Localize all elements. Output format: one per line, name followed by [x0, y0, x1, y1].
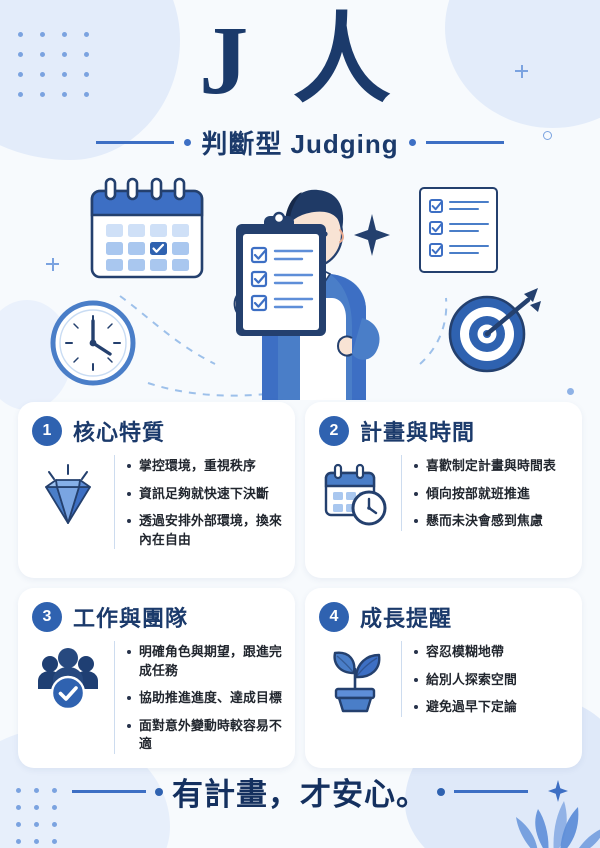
footer-rule-right — [454, 790, 528, 793]
footer-dot-left — [155, 787, 163, 796]
list-item: 避免過早下定論 — [414, 698, 570, 717]
card-title: 成長提醒 — [360, 606, 453, 631]
subtitle-rule-right — [425, 141, 504, 144]
subtitle-dot-right — [408, 139, 416, 146]
list-item: 資訊足夠就快速下決斷 — [127, 485, 283, 504]
subtitle-dot-left — [184, 139, 192, 146]
list-item: 掌控環境，重視秩序 — [127, 457, 283, 476]
clock-icon — [50, 300, 136, 386]
card-growth-reminder[interactable]: 4 成長提醒 容忍模糊地帶 給別人探 — [305, 588, 582, 768]
card-number-badge: 3 — [32, 602, 62, 632]
card-bullet-list: 明確角色與期望，跟進完成任務 協助推進進度、達成目標 面對意外變動時較容易不適 — [114, 641, 283, 754]
list-item: 透過安排外部環境，換來內在自由 — [127, 512, 283, 549]
list-item: 協助推進進度、達成目標 — [127, 689, 283, 708]
list-item: 明確角色與期望，跟進完成任務 — [127, 643, 283, 680]
card-body: 喜歡制定計畫與時間表 傾向按部就班推進 懸而未決會感到焦慮 — [319, 455, 570, 531]
hero-illustration — [0, 168, 600, 400]
card-title: 工作與團隊 — [73, 606, 189, 631]
page-title: J 人 — [199, 7, 401, 115]
footer-tagline-row: 有計畫，才安心。 — [0, 769, 600, 814]
diamond-icon — [32, 455, 104, 527]
card-plan-and-time[interactable]: 2 計畫與時間 — [305, 402, 582, 578]
card-number-badge: 4 — [319, 602, 349, 632]
card-body: 掌控環境，重視秩序 資訊足夠就快速下決斷 透過安排外部環境，換來內在自由 — [32, 455, 283, 550]
card-bullet-list: 掌控環境，重視秩序 資訊足夠就快速下決斷 透過安排外部環境，換來內在自由 — [114, 455, 283, 550]
page-subtitle: 判斷型 Judging — [201, 129, 399, 159]
card-number-badge: 1 — [32, 416, 62, 446]
list-item: 容忍模糊地帶 — [414, 643, 570, 662]
card-header: 2 計畫與時間 — [319, 415, 570, 447]
list-item: 喜歡制定計畫與時間表 — [414, 457, 570, 476]
cards-grid: 1 核心特質 — [18, 402, 582, 768]
list-item: 面對意外變動時較容易不適 — [127, 717, 283, 754]
footer-dot-right — [437, 787, 445, 796]
subtitle-rule-left — [96, 141, 175, 144]
calendar-icon — [90, 177, 204, 279]
card-body: 容忍模糊地帶 給別人探索空間 避免過早下定論 — [319, 641, 570, 717]
list-item: 懸而未決會感到焦慮 — [414, 512, 570, 531]
card-work-and-team[interactable]: 3 工作與團隊 — [18, 588, 295, 768]
card-title: 核心特質 — [73, 420, 166, 445]
header: J 人 判斷型 Judging — [0, 12, 600, 161]
potted-plant-icon — [319, 641, 391, 713]
card-title: 計畫與時間 — [360, 420, 476, 445]
card-header: 4 成長提醒 — [319, 601, 570, 633]
target-dartboard-icon — [448, 288, 541, 373]
list-item: 給別人探索空間 — [414, 671, 570, 690]
team-check-icon — [32, 641, 104, 711]
subtitle-row: 判斷型 Judging — [0, 124, 600, 161]
calendar-clock-icon — [319, 455, 391, 527]
person-with-clipboard — [233, 189, 380, 400]
card-header: 3 工作與團隊 — [32, 601, 283, 633]
sparkle-icon-illustration — [354, 214, 390, 256]
list-item: 傾向按部就班推進 — [414, 485, 570, 504]
card-core-traits[interactable]: 1 核心特質 — [18, 402, 295, 578]
card-body: 明確角色與期望，跟進完成任務 協助推進進度、達成目標 面對意外變動時較容易不適 — [32, 641, 283, 754]
card-header: 1 核心特質 — [32, 415, 283, 447]
card-number-badge: 2 — [319, 416, 349, 446]
checklist-card-icon — [419, 187, 498, 273]
card-bullet-list: 容忍模糊地帶 給別人探索空間 避免過早下定論 — [401, 641, 570, 717]
footer-tagline: 有計畫，才安心。 — [172, 777, 428, 812]
footer-rule-left — [72, 790, 146, 793]
card-bullet-list: 喜歡制定計畫與時間表 傾向按部就班推進 懸而未決會感到焦慮 — [401, 455, 570, 531]
